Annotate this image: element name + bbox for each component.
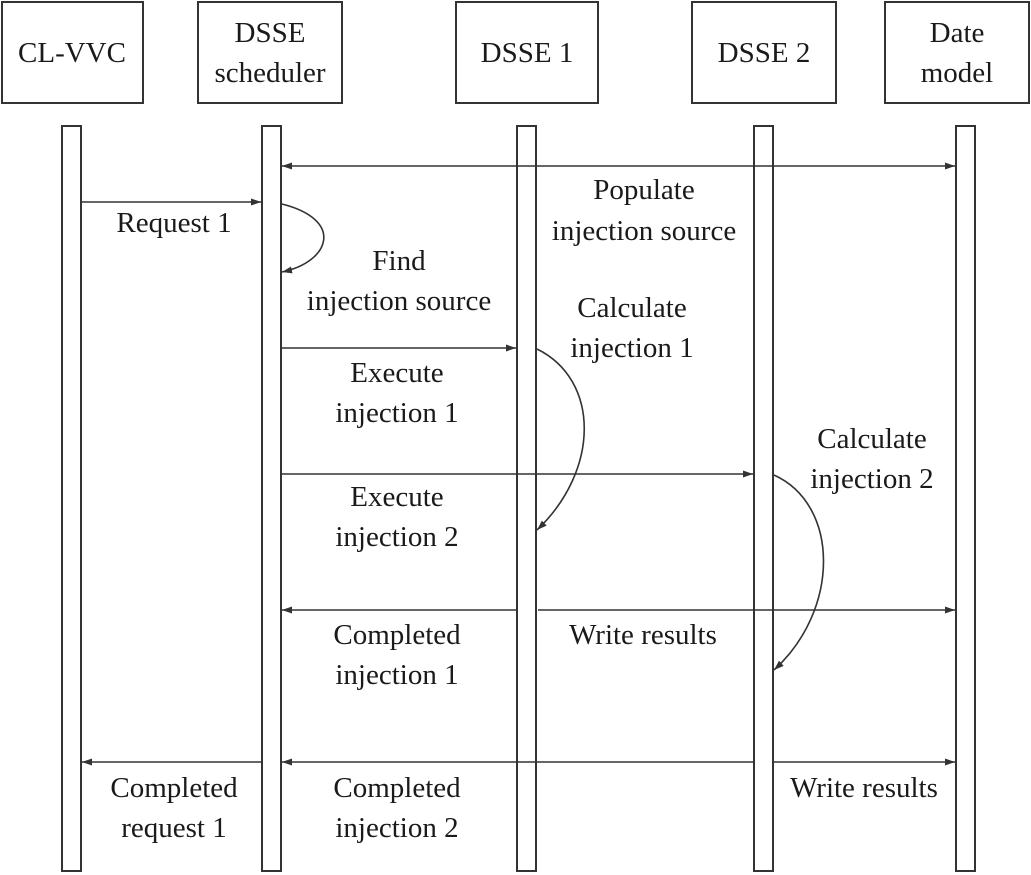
label-calc2-line2: injection 2: [810, 463, 933, 495]
participant-label-line1: Date: [930, 17, 985, 49]
participant-label: DSSE 1: [481, 37, 574, 69]
label-calc1-line1: Calculate: [577, 292, 687, 324]
lifeline-clvvc: [61, 125, 82, 872]
participant-clvvc: CL-VVC: [1, 1, 144, 104]
label-write-results-2: Write results: [790, 772, 938, 804]
participant-label-line1: DSSE: [235, 17, 306, 49]
participant-dsse2: DSSE 2: [691, 1, 837, 104]
label-calc2-line1: Calculate: [817, 423, 927, 455]
label-populate-line1: Populate: [593, 174, 695, 206]
lifeline-dsse-scheduler: [261, 125, 282, 872]
participant-dsse1: DSSE 1: [455, 1, 599, 104]
label-calc1-line2: injection 1: [570, 332, 693, 364]
arrow-calculate-injection-2: [773, 474, 825, 671]
label-exec1-line1: Execute: [350, 357, 443, 389]
label-completed-request-line1: Completed: [110, 772, 238, 804]
label-completed2-line1: Completed: [333, 772, 461, 804]
lifeline-dsse2: [753, 125, 774, 872]
label-exec2-line1: Execute: [350, 481, 443, 513]
participant-label: CL-VVC: [18, 37, 126, 69]
arrow-calculate-injection-1: [536, 348, 586, 531]
participant-date-model: Date model: [884, 1, 1030, 104]
lifeline-dsse1: [516, 125, 537, 872]
arrow-find-injection-source: [281, 203, 325, 274]
participant-label-line2: scheduler: [214, 57, 325, 89]
label-completed2-line2: injection 2: [335, 812, 458, 844]
label-find-line1: Find: [372, 245, 426, 277]
label-completed1-line2: injection 1: [335, 659, 458, 691]
label-completed1-line1: Completed: [333, 619, 461, 651]
label-completed-request-line2: request 1: [121, 812, 227, 844]
label-exec1-line2: injection 1: [335, 397, 458, 429]
participant-label-line2: model: [921, 57, 994, 89]
participant-dsse-scheduler: DSSE scheduler: [197, 1, 343, 104]
label-exec2-line2: injection 2: [335, 521, 458, 553]
participant-label: DSSE 2: [718, 37, 811, 69]
lifeline-date-model: [955, 125, 976, 872]
label-request-1: Request 1: [116, 207, 231, 239]
label-write-results-1: Write results: [569, 619, 717, 651]
label-populate-line2: injection source: [552, 215, 736, 247]
label-find-line2: injection source: [307, 285, 491, 317]
